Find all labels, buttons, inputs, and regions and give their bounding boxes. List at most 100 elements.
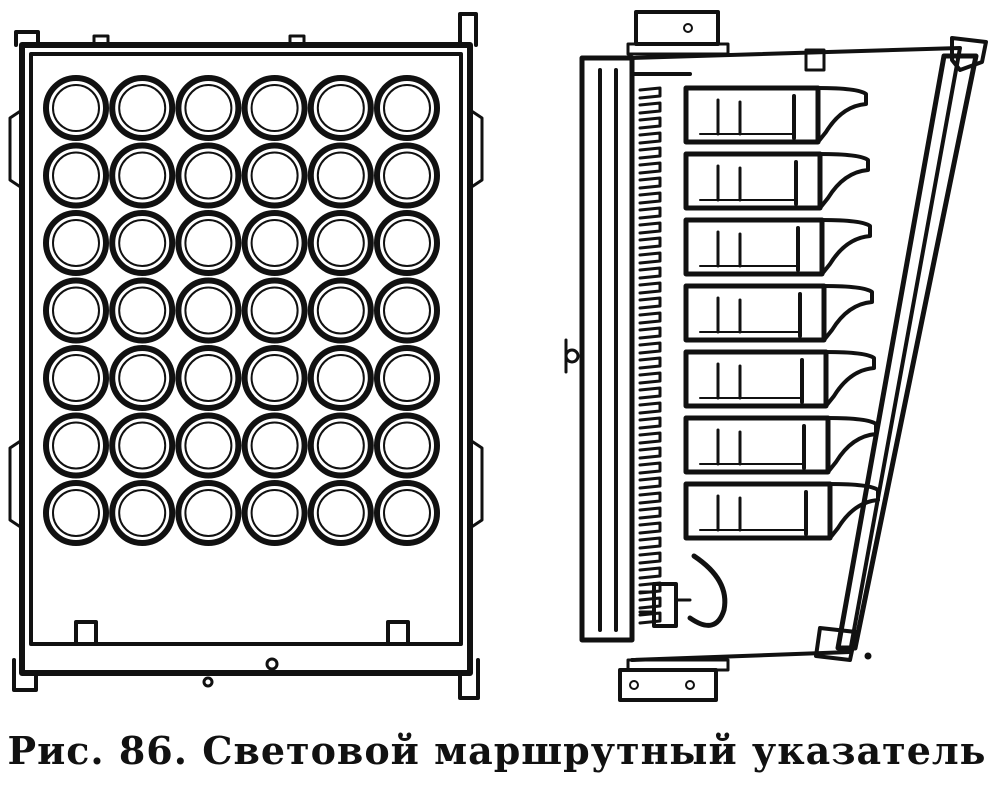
lamp-lens	[118, 489, 167, 537]
lamp-ring	[241, 412, 308, 479]
lamp-ring	[43, 210, 109, 276]
top-left-bracket	[14, 30, 40, 47]
fin	[638, 566, 662, 580]
lamp-ring	[307, 412, 374, 479]
lamp-lens	[250, 84, 299, 132]
lamp-lens	[118, 354, 167, 402]
top-nub	[92, 34, 110, 47]
top-clip	[804, 48, 826, 72]
lamp-lens	[250, 421, 299, 470]
fin	[638, 116, 662, 130]
cooling-fins	[638, 86, 662, 625]
connector-pins	[638, 590, 692, 614]
lamp-ring	[241, 277, 308, 344]
fin	[638, 131, 662, 145]
lamp-lens	[52, 151, 100, 200]
lamp-lens	[118, 421, 167, 470]
lamp-lens	[184, 354, 233, 402]
lamp-lens	[383, 421, 431, 470]
fin	[638, 236, 662, 250]
lamp-lens	[52, 354, 100, 402]
lamp-ring	[307, 142, 374, 209]
lamp-lens	[250, 354, 299, 402]
fin	[638, 191, 662, 205]
bottom-right-bracket	[458, 658, 480, 700]
housing-rails	[598, 68, 618, 632]
bottom-tab-right	[386, 620, 410, 646]
fin	[638, 581, 662, 595]
fin	[638, 491, 662, 505]
lamp-ring	[175, 277, 242, 344]
lamp-lens	[184, 84, 233, 132]
side-view-panel	[564, 10, 988, 702]
module-housing	[683, 415, 831, 475]
right-lug-bottom	[468, 438, 484, 530]
module-lamp-stem	[716, 98, 742, 136]
lamp-ring	[241, 75, 308, 141]
housing-back	[579, 55, 635, 643]
lamp-lens	[383, 151, 431, 200]
lamp-ring	[109, 480, 176, 546]
lamp-lens	[250, 286, 299, 335]
lamp-ring	[307, 210, 374, 276]
module-hood	[828, 482, 880, 540]
lamp-lens	[316, 151, 365, 200]
lamp-lens	[250, 219, 299, 267]
module-hood	[816, 86, 868, 144]
housing-body	[630, 46, 962, 662]
module-housing	[683, 283, 827, 343]
lamp-ring	[109, 345, 176, 411]
fin	[638, 326, 662, 340]
module-hood	[826, 416, 878, 474]
top-mount-plate	[626, 42, 730, 56]
left-lug-top	[8, 108, 24, 190]
module-hood	[818, 152, 870, 210]
lamp-lens	[52, 489, 100, 537]
lamp-lens	[316, 489, 365, 537]
lamp-lens	[52, 219, 100, 267]
caption-label: Рис. 86.	[7, 728, 188, 773]
lamp-ring	[241, 210, 308, 276]
fin	[638, 341, 662, 355]
lamp-ring	[374, 277, 440, 344]
front-outer-frame	[19, 42, 473, 676]
lamp-lens	[383, 219, 431, 267]
lamp-ring	[374, 480, 440, 546]
lamp-ring	[109, 277, 176, 344]
fin	[638, 551, 662, 565]
lamp-ring	[241, 345, 308, 411]
lamp-ring	[175, 412, 242, 479]
lamp-ring	[374, 412, 440, 479]
fin	[638, 416, 662, 430]
fin	[638, 446, 662, 460]
lamp-ring	[43, 412, 109, 479]
lamp-ring	[374, 75, 440, 141]
lamp-ring	[109, 412, 176, 479]
lamp-ring	[307, 480, 374, 546]
module-hood	[824, 350, 876, 408]
fin	[638, 161, 662, 175]
lamp-ring	[109, 210, 176, 276]
cable	[687, 553, 728, 628]
lamp-ring	[374, 210, 440, 276]
bottom-left-bracket	[12, 658, 38, 692]
fin	[638, 296, 662, 310]
top-nub	[288, 34, 306, 47]
lamp-lens	[383, 354, 431, 402]
front-cover	[835, 53, 979, 651]
fin	[638, 401, 662, 415]
fin	[638, 281, 662, 295]
front-view-panel	[8, 12, 484, 700]
caption-text: Световой маршрутный указатель	[202, 728, 987, 773]
lamp-ring	[175, 142, 242, 209]
mount-hole	[683, 23, 693, 33]
lamp-lens	[316, 421, 365, 470]
lamp-lens	[184, 286, 233, 335]
module-lamp-stem	[716, 494, 742, 532]
lamp-ring	[43, 75, 109, 141]
lamp-ring	[109, 142, 176, 209]
bottom-tab-left	[74, 620, 98, 646]
cover-hinge-bottom	[814, 626, 858, 662]
lamp-ring	[241, 480, 308, 546]
module-lamp-stem	[716, 230, 742, 268]
